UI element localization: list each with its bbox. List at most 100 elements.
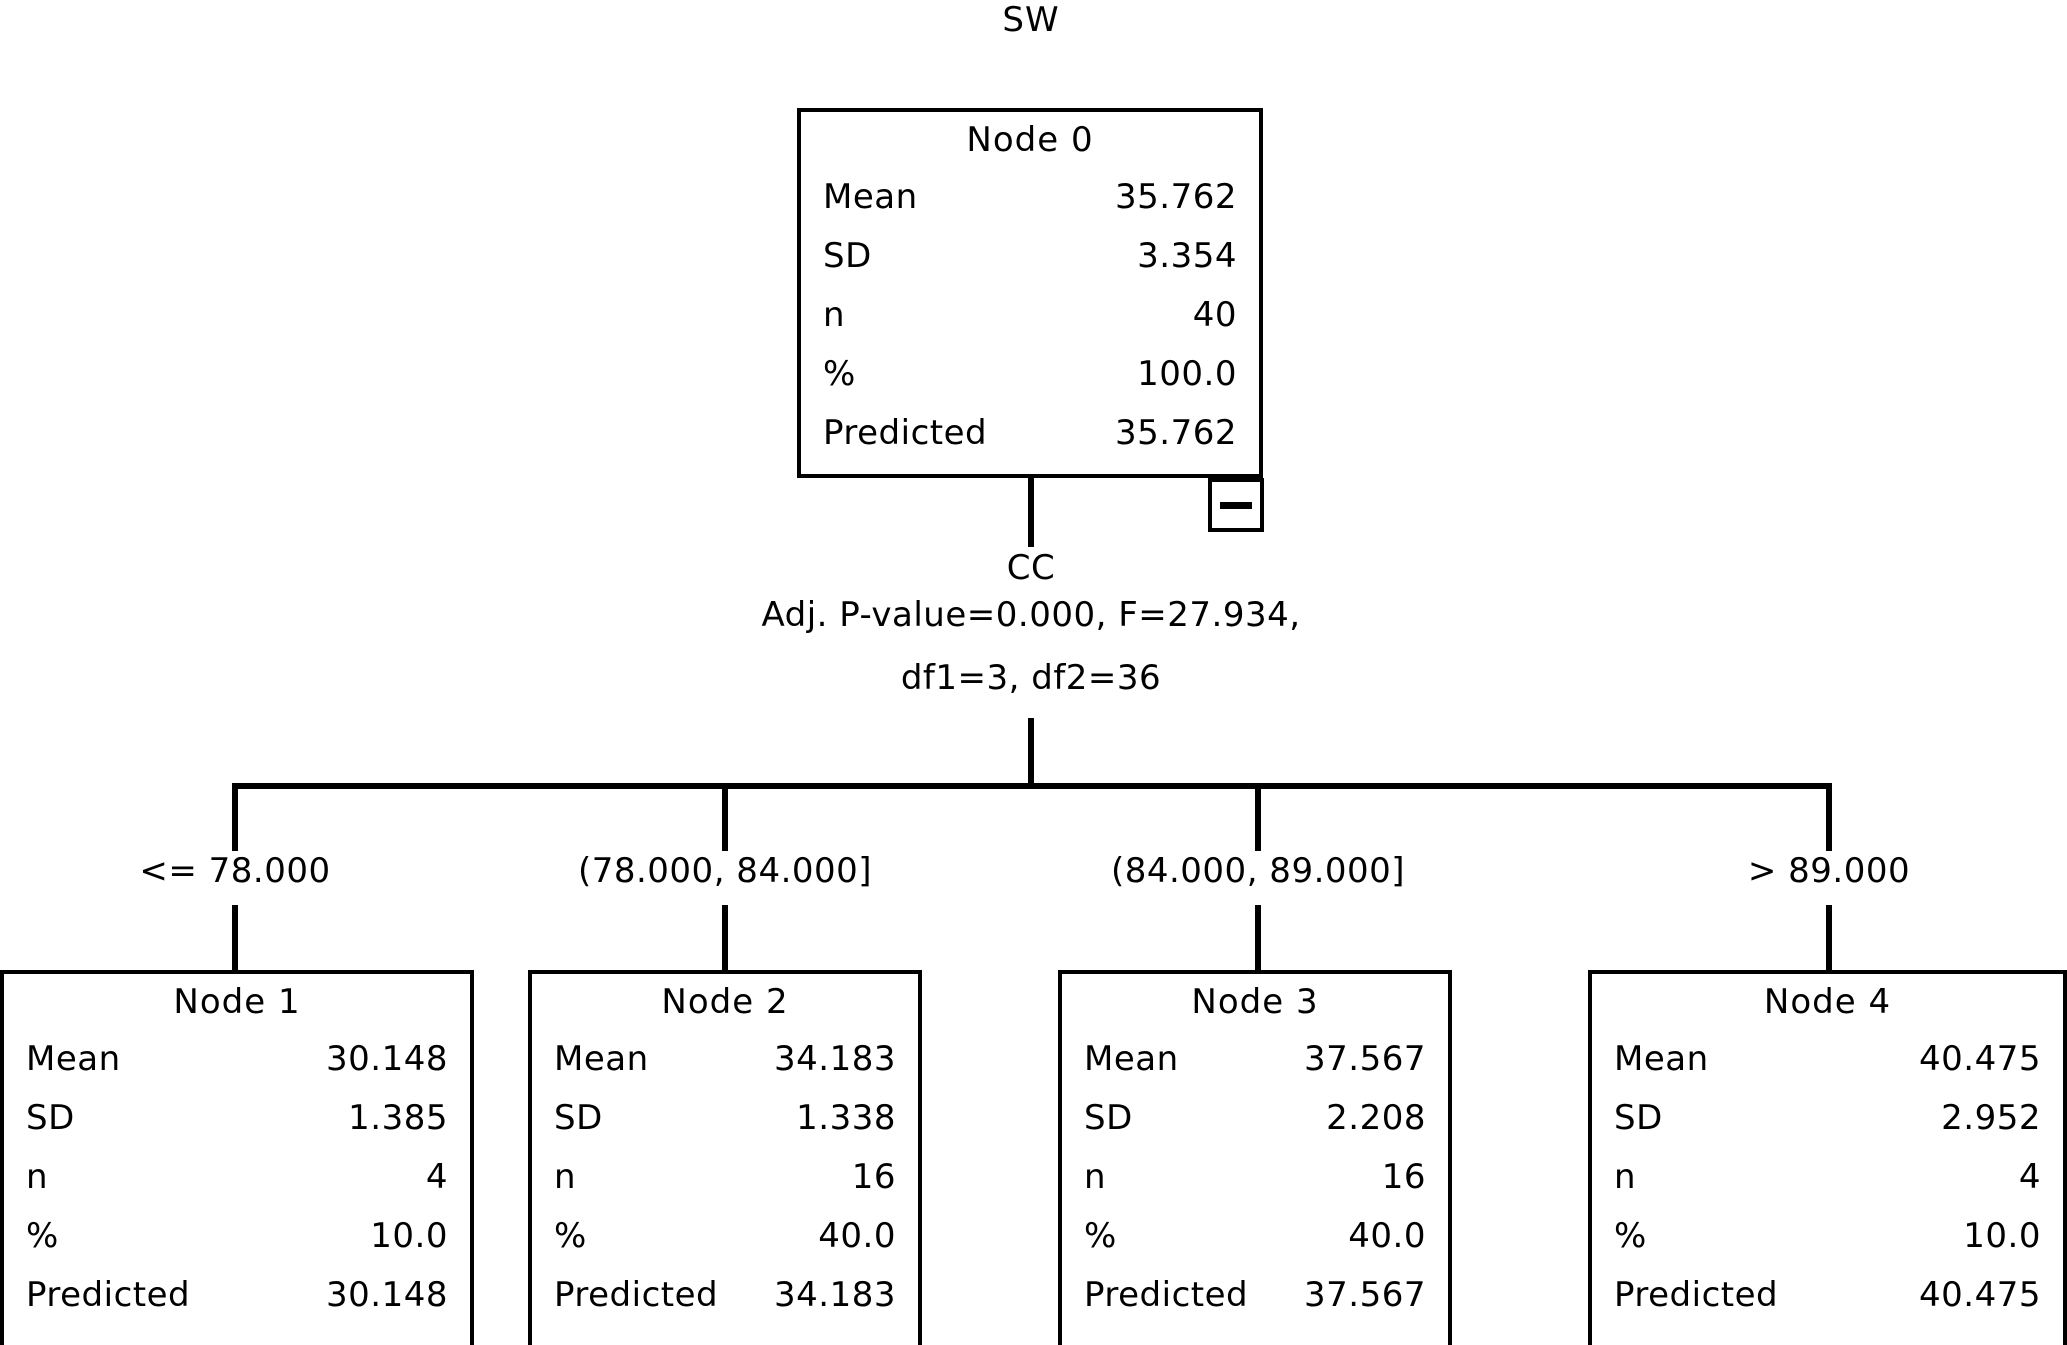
node-4-row-n: n 4 bbox=[1614, 1148, 2041, 1207]
node-0-value-n: 40 bbox=[1192, 295, 1237, 335]
node-4-value-sd: 2.952 bbox=[1941, 1098, 2041, 1138]
node-1-row-predicted: Predicted 30.148 bbox=[26, 1266, 448, 1325]
node-1-title: Node 1 bbox=[173, 982, 301, 1022]
node-4-value-predicted: 40.475 bbox=[1919, 1275, 2041, 1315]
split-stats-line-1: Adj. P-value=0.000, F=27.934, bbox=[761, 595, 1301, 635]
edge-drop-top-1 bbox=[232, 783, 238, 851]
node-0-title: Node 0 bbox=[966, 120, 1094, 160]
node-3-value-mean: 37.567 bbox=[1304, 1039, 1426, 1079]
node-2-label-pct: % bbox=[554, 1216, 587, 1256]
node-2-value-mean: 34.183 bbox=[774, 1039, 896, 1079]
split-variable-label: CC bbox=[1006, 548, 1056, 588]
node-2-row-n: n 16 bbox=[554, 1148, 896, 1207]
node-4-label-sd: SD bbox=[1614, 1098, 1663, 1138]
minus-icon bbox=[1220, 502, 1252, 509]
edge-stem-root bbox=[1028, 478, 1034, 547]
node-0-label-pct: % bbox=[823, 354, 856, 394]
tree-node-1[interactable]: Node 1 Mean 30.148 SD 1.385 n 4 % 10.0 P… bbox=[0, 970, 474, 1345]
node-3-row-predicted: Predicted 37.567 bbox=[1084, 1266, 1426, 1325]
node-3-row-mean: Mean 37.567 bbox=[1084, 1030, 1426, 1089]
node-1-row-sd: SD 1.385 bbox=[26, 1089, 448, 1148]
node-2-row-mean: Mean 34.183 bbox=[554, 1030, 896, 1089]
node-3-title: Node 3 bbox=[1191, 982, 1319, 1022]
edge-drop-top-3 bbox=[1255, 783, 1261, 851]
node-3-label-sd: SD bbox=[1084, 1098, 1133, 1138]
node-3-row-n: n 16 bbox=[1084, 1148, 1426, 1207]
node-1-label-predicted: Predicted bbox=[26, 1275, 191, 1315]
node-1-row-pct: % 10.0 bbox=[26, 1207, 448, 1266]
node-4-row-mean: Mean 40.475 bbox=[1614, 1030, 2041, 1089]
node-3-stats: Mean 37.567 SD 2.208 n 16 % 40.0 Predict… bbox=[1062, 1030, 1448, 1325]
node-3-label-n: n bbox=[1084, 1157, 1107, 1197]
branch-label-1: <= 78.000 bbox=[139, 851, 331, 891]
collapse-node-0-button[interactable] bbox=[1208, 478, 1264, 532]
node-4-label-predicted: Predicted bbox=[1614, 1275, 1779, 1315]
split-stats-line-2: df1=3, df2=36 bbox=[900, 658, 1162, 698]
node-0-row-mean: Mean 35.762 bbox=[823, 168, 1237, 227]
node-4-label-n: n bbox=[1614, 1157, 1637, 1197]
node-2-value-pct: 40.0 bbox=[818, 1216, 896, 1256]
node-2-row-pct: % 40.0 bbox=[554, 1207, 896, 1266]
branch-label-4: > 89.000 bbox=[1747, 851, 1911, 891]
node-2-value-sd: 1.338 bbox=[796, 1098, 896, 1138]
node-2-label-predicted: Predicted bbox=[554, 1275, 719, 1315]
node-4-value-n: 4 bbox=[2018, 1157, 2041, 1197]
node-1-label-n: n bbox=[26, 1157, 49, 1197]
tree-node-0[interactable]: Node 0 Mean 35.762 SD 3.354 n 40 % 100.0… bbox=[797, 108, 1263, 478]
node-4-value-mean: 40.475 bbox=[1919, 1039, 2041, 1079]
node-0-row-predicted: Predicted 35.762 bbox=[823, 404, 1237, 463]
branch-label-2: (78.000, 84.000] bbox=[577, 851, 873, 891]
node-4-row-pct: % 10.0 bbox=[1614, 1207, 2041, 1266]
node-4-row-sd: SD 2.952 bbox=[1614, 1089, 2041, 1148]
node-4-label-pct: % bbox=[1614, 1216, 1647, 1256]
node-0-label-mean: Mean bbox=[823, 177, 918, 217]
node-2-label-sd: SD bbox=[554, 1098, 603, 1138]
node-1-stats: Mean 30.148 SD 1.385 n 4 % 10.0 Predicte… bbox=[4, 1030, 470, 1325]
tree-node-4[interactable]: Node 4 Mean 40.475 SD 2.952 n 4 % 10.0 P… bbox=[1588, 970, 2067, 1345]
node-3-value-pct: 40.0 bbox=[1348, 1216, 1426, 1256]
node-0-value-mean: 35.762 bbox=[1115, 177, 1237, 217]
node-2-value-n: 16 bbox=[851, 1157, 896, 1197]
node-1-value-mean: 30.148 bbox=[326, 1039, 448, 1079]
node-0-label-predicted: Predicted bbox=[823, 413, 988, 453]
node-2-value-predicted: 34.183 bbox=[774, 1275, 896, 1315]
node-4-value-pct: 10.0 bbox=[1963, 1216, 2041, 1256]
node-3-value-predicted: 37.567 bbox=[1304, 1275, 1426, 1315]
node-0-value-sd: 3.354 bbox=[1137, 236, 1237, 276]
node-0-label-n: n bbox=[823, 295, 846, 335]
node-4-label-mean: Mean bbox=[1614, 1039, 1709, 1079]
edge-drop-top-4 bbox=[1826, 783, 1832, 851]
node-0-label-sd: SD bbox=[823, 236, 872, 276]
edge-bus-horizontal bbox=[232, 783, 1832, 789]
tree-node-3[interactable]: Node 3 Mean 37.567 SD 2.208 n 16 % 40.0 … bbox=[1058, 970, 1452, 1345]
edge-drop-bottom-2 bbox=[722, 905, 728, 973]
node-1-value-pct: 10.0 bbox=[370, 1216, 448, 1256]
edge-trunk-vertical bbox=[1028, 718, 1034, 785]
tree-node-2[interactable]: Node 2 Mean 34.183 SD 1.338 n 16 % 40.0 … bbox=[528, 970, 922, 1345]
node-1-label-sd: SD bbox=[26, 1098, 75, 1138]
edge-drop-top-2 bbox=[722, 783, 728, 851]
node-1-label-mean: Mean bbox=[26, 1039, 121, 1079]
node-3-label-mean: Mean bbox=[1084, 1039, 1179, 1079]
node-1-label-pct: % bbox=[26, 1216, 59, 1256]
node-2-row-predicted: Predicted 34.183 bbox=[554, 1266, 896, 1325]
edge-drop-bottom-1 bbox=[232, 905, 238, 973]
branch-label-3: (84.000, 89.000] bbox=[1110, 851, 1406, 891]
node-0-value-predicted: 35.762 bbox=[1115, 413, 1237, 453]
node-3-label-predicted: Predicted bbox=[1084, 1275, 1249, 1315]
node-2-stats: Mean 34.183 SD 1.338 n 16 % 40.0 Predict… bbox=[532, 1030, 918, 1325]
node-4-title: Node 4 bbox=[1763, 982, 1892, 1022]
node-3-value-n: 16 bbox=[1381, 1157, 1426, 1197]
node-3-value-sd: 2.208 bbox=[1326, 1098, 1426, 1138]
node-2-label-n: n bbox=[554, 1157, 577, 1197]
node-2-row-sd: SD 1.338 bbox=[554, 1089, 896, 1148]
node-3-row-pct: % 40.0 bbox=[1084, 1207, 1426, 1266]
node-3-label-pct: % bbox=[1084, 1216, 1117, 1256]
node-4-stats: Mean 40.475 SD 2.952 n 4 % 10.0 Predicte… bbox=[1592, 1030, 2063, 1325]
node-1-row-n: n 4 bbox=[26, 1148, 448, 1207]
page-title: SW bbox=[1002, 0, 1060, 40]
node-2-title: Node 2 bbox=[661, 982, 789, 1022]
node-3-row-sd: SD 2.208 bbox=[1084, 1089, 1426, 1148]
node-0-row-pct: % 100.0 bbox=[823, 345, 1237, 404]
